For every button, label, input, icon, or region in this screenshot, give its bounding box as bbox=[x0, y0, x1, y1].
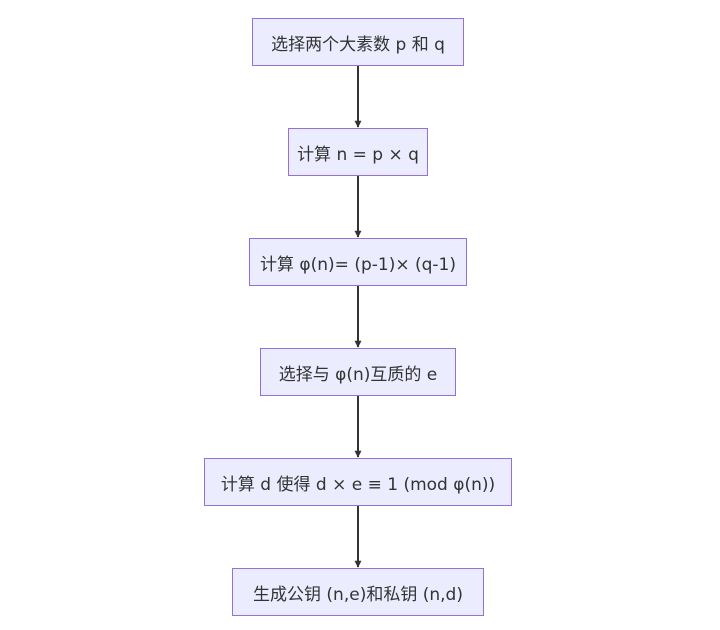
flow-node-select-e: 选择与 φ(n)互质的 e bbox=[260, 348, 456, 396]
flow-node-select-primes: 选择两个大素数 p 和 q bbox=[252, 18, 464, 66]
flow-node-generate-keys: 生成公钥 (n,e)和私钥 (n,d) bbox=[232, 568, 484, 616]
flow-node-compute-n: 计算 n = p × q bbox=[288, 128, 428, 176]
flow-node-label: 选择与 φ(n)互质的 e bbox=[278, 364, 438, 385]
flow-node-label: 选择两个大素数 p 和 q bbox=[271, 34, 445, 55]
flow-node-label: 计算 φ(n)= (p-1)× (q-1) bbox=[260, 254, 456, 275]
flow-node-label: 计算 n = p × q bbox=[297, 144, 419, 165]
flow-node-compute-phi: 计算 φ(n)= (p-1)× (q-1) bbox=[249, 238, 467, 286]
flow-node-label: 生成公钥 (n,e)和私钥 (n,d) bbox=[253, 584, 463, 605]
flow-node-label: 计算 d 使得 d × e ≡ 1 (mod φ(n)) bbox=[220, 474, 496, 495]
flow-node-compute-d: 计算 d 使得 d × e ≡ 1 (mod φ(n)) bbox=[204, 458, 512, 506]
